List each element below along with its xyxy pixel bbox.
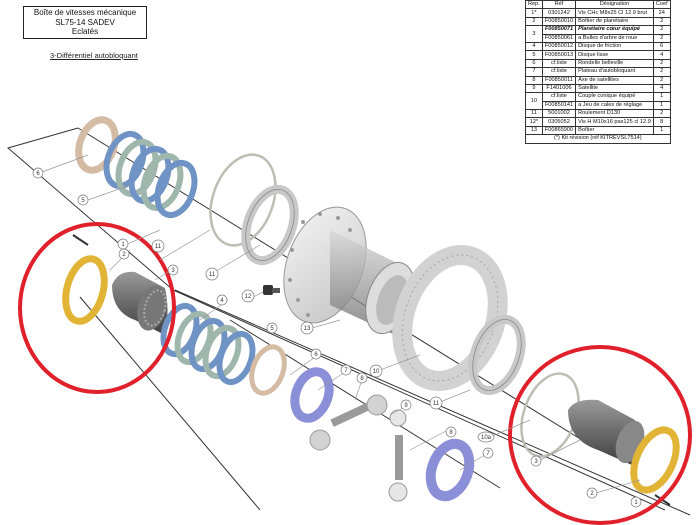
highlight-circle-right: [508, 345, 692, 525]
callout-3-right: 3: [530, 455, 542, 467]
bolt-12: [263, 285, 280, 295]
svg-text:2: 2: [590, 491, 594, 497]
plateau-upper: [290, 367, 334, 423]
title-line-3: Eclatés: [71, 27, 99, 36]
callout-6-bottom: 6: [310, 348, 322, 360]
callout-2-right: 2: [586, 487, 598, 499]
callout-9: 9: [400, 399, 412, 411]
bearing-right: [468, 314, 526, 396]
callout-leaders: [41, 154, 641, 494]
table-footnote-row: (*) Kit révision (réf KITREVSL7514): [525, 134, 671, 144]
belleville-washer-bottom: [249, 344, 287, 396]
svg-text:6: 6: [314, 352, 318, 358]
callout-10: 10: [369, 364, 383, 378]
callout-13: 13: [300, 321, 314, 335]
svg-text:1: 1: [121, 242, 125, 248]
kit-footnote: (*) Kit révision (réf KITREVSL7514): [525, 134, 671, 144]
plateau-lower: [425, 438, 475, 502]
callout-8-upper: 8: [356, 372, 368, 384]
callout-2-left: 2: [118, 248, 130, 260]
svg-text:12: 12: [245, 294, 252, 300]
crown-gear: [392, 245, 508, 391]
callout-5-bottom: 5: [266, 322, 278, 334]
svg-text:4: 4: [220, 298, 224, 304]
callout-11-middle: 11: [205, 267, 219, 281]
satellite-assembly: [309, 394, 408, 502]
callout-5-top: 5: [77, 194, 89, 206]
svg-text:9: 9: [404, 403, 408, 409]
callout-3-left: 3: [167, 264, 179, 276]
callout-10a: 10a: [477, 431, 495, 443]
thin-ring-top: [209, 153, 277, 247]
svg-text:1: 1: [634, 500, 638, 506]
svg-text:3: 3: [534, 459, 538, 465]
svg-text:7: 7: [486, 451, 490, 457]
callout-7-lower: 7: [482, 447, 494, 459]
callout-11-top: 11: [151, 239, 165, 253]
disc-stack-top: [103, 130, 198, 219]
svg-text:6: 6: [36, 171, 40, 177]
callout-11-right: 11: [429, 396, 443, 410]
callouts: 6 5 1 2 11 3 11 12 4 13 5 6 7 8 9 10 11 …: [32, 167, 642, 508]
svg-text:7: 7: [344, 368, 348, 374]
title-block: Boîte de vitesses mécanique SL75-14 SADE…: [23, 6, 147, 39]
svg-text:2: 2: [122, 252, 126, 258]
axis-lines: [6, 127, 691, 516]
svg-text:5: 5: [270, 326, 274, 332]
section-subtitle: 3-Différentiel autobloquant: [50, 51, 138, 60]
svg-text:11: 11: [209, 272, 216, 278]
callout-6-top: 6: [32, 167, 44, 179]
svg-text:5: 5: [81, 198, 85, 204]
svg-text:10: 10: [373, 369, 380, 375]
svg-text:11: 11: [433, 401, 440, 407]
callout-8-lower: 8: [445, 426, 457, 438]
highlight-circle-left: [18, 222, 176, 394]
callout-1-top: 1: [117, 238, 129, 250]
title-line-2: SL75-14 SADEV: [55, 17, 115, 27]
svg-text:10a: 10a: [481, 435, 492, 441]
svg-text:8: 8: [449, 430, 453, 436]
bearing-top: [241, 184, 299, 266]
callout-4: 4: [216, 294, 228, 306]
svg-text:11: 11: [155, 244, 162, 250]
svg-text:13: 13: [304, 326, 311, 332]
left-gold-ring: [62, 234, 108, 325]
title-line-1: Boîte de vitesses mécanique: [33, 8, 137, 17]
callout-1-right: 1: [630, 496, 642, 508]
left-planetary-gear: [112, 271, 168, 335]
svg-text:3: 3: [171, 268, 175, 274]
svg-text:8: 8: [360, 376, 364, 382]
callout-7-upper: 7: [340, 364, 352, 376]
disc-stack-bottom: [160, 302, 256, 386]
callout-12: 12: [241, 289, 255, 303]
